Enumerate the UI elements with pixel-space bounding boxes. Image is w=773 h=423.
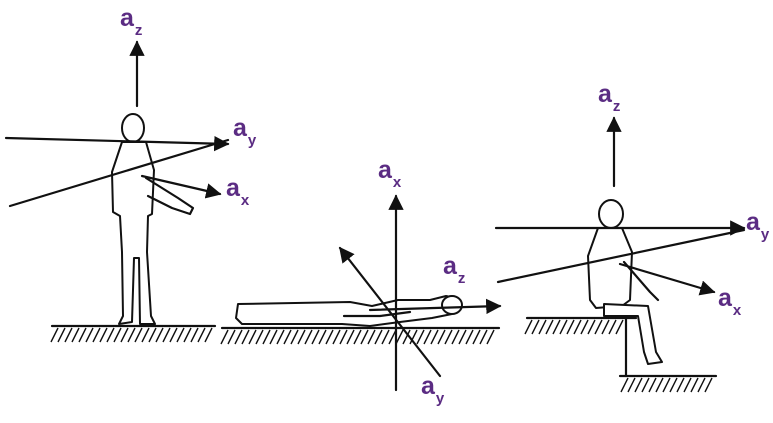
seated-person (587, 199, 663, 365)
lying-axes (338, 194, 502, 392)
standing-ax-label: ax (226, 174, 250, 209)
seated-az-label: az (598, 80, 621, 115)
standing-person (111, 113, 195, 325)
seated-ax-axis (618, 262, 716, 296)
seated-ground (524, 316, 718, 393)
standing-ground (50, 324, 217, 343)
lying-person (235, 295, 463, 327)
lying-ay-axis (338, 246, 442, 378)
lying-ground (220, 326, 501, 345)
standing-az-label: az (120, 4, 143, 39)
standing-ay-axis-left (8, 138, 230, 208)
lying-az-label: az (443, 252, 466, 287)
seated-figure (494, 116, 746, 393)
lying-figure (220, 194, 502, 392)
seated-axes (494, 116, 746, 296)
standing-ax-axis (140, 174, 222, 199)
standing-ay-label: ay (233, 114, 257, 149)
standing-ay-axis (4, 135, 230, 152)
seated-ay-label: ay (746, 208, 770, 243)
seated-ay-axis-left (496, 228, 746, 284)
lying-az-axis (368, 298, 502, 315)
seated-ax-label: ax (718, 284, 742, 319)
lying-ax-label: ax (378, 156, 402, 191)
standing-axes (4, 40, 230, 208)
lying-ay-label: ay (421, 372, 445, 407)
standing-figure (4, 40, 230, 343)
